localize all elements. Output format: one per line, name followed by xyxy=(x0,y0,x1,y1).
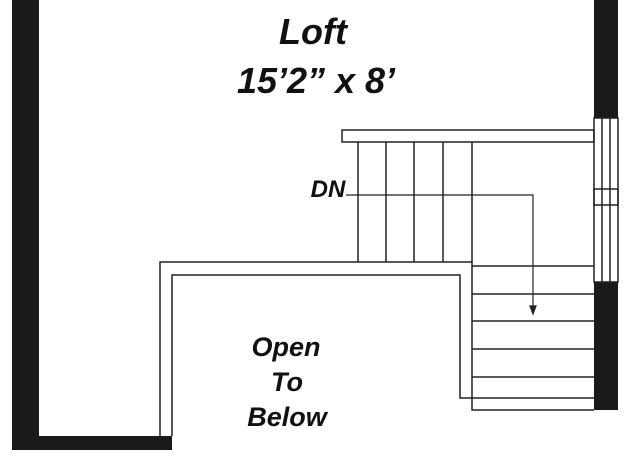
window-mullion xyxy=(593,188,619,206)
opening-label-line2: To xyxy=(271,367,303,397)
window-frame xyxy=(593,117,619,283)
handrail xyxy=(341,129,595,143)
right-wall-upper xyxy=(594,0,618,118)
room-dimensions: 15’2” x 8’ xyxy=(237,60,396,101)
down-arrow-path xyxy=(346,194,534,308)
stair-run-upper xyxy=(357,142,473,262)
exterior-walls xyxy=(12,0,618,450)
stair-direction-label: DN xyxy=(311,176,346,203)
bottom-wall xyxy=(12,436,172,450)
down-arrow-head xyxy=(529,305,537,316)
left-wall xyxy=(12,0,39,450)
down-arrow xyxy=(346,194,537,316)
stair-handrail xyxy=(341,129,595,143)
room-name: Loft xyxy=(279,11,349,52)
railing-inner xyxy=(171,274,594,436)
opening-label-line3: Below xyxy=(247,402,329,432)
opening-label-line1: Open xyxy=(251,332,320,362)
right-wall-lower xyxy=(594,282,618,410)
window xyxy=(593,117,619,283)
